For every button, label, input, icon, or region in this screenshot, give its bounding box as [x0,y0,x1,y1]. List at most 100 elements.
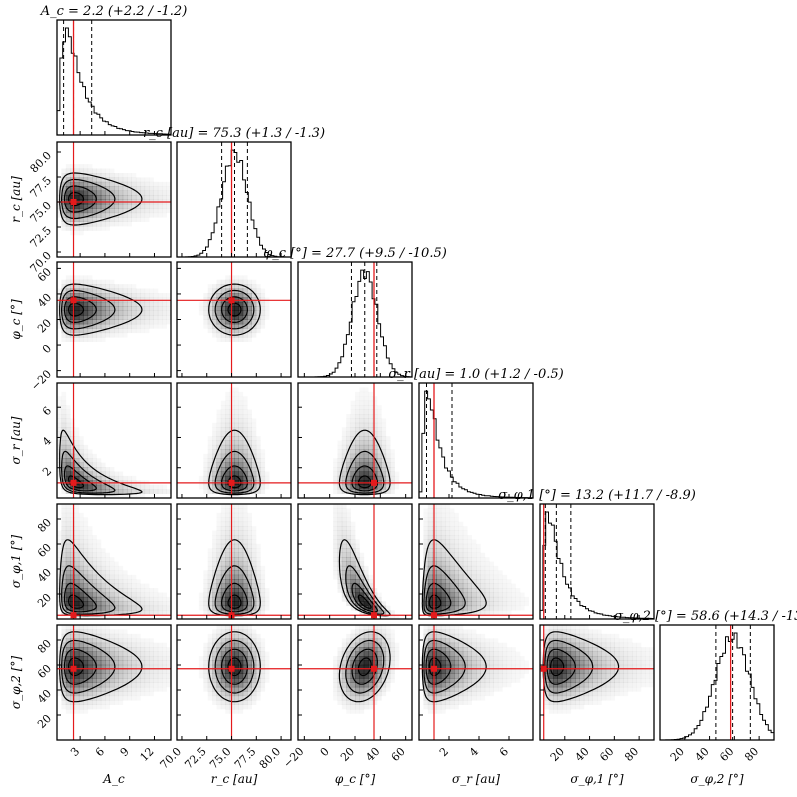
y-tick-label: 6 [40,404,54,418]
contour-2 [423,565,466,615]
truth-marker [228,479,235,486]
panel-frame [56,624,172,741]
x-tick-label: 6 [497,745,511,759]
contour-2 [61,565,116,615]
truth-marker [70,612,77,619]
y-axis-label-r-c-au: r_c [au] [9,176,23,223]
contour-2 [61,450,116,494]
panel-frame [659,624,775,741]
panel-5-1: 70.072.575.077.580.0 [158,624,292,772]
contour-3 [208,283,261,336]
truth-marker [70,297,77,304]
contour-3 [338,631,391,703]
panel-4-3 [418,503,534,620]
contour-0 [68,302,85,317]
contour-1 [63,582,97,613]
contour-0 [428,594,442,609]
contour-2 [214,450,255,494]
panel-4-1 [176,503,292,620]
contour-3 [421,539,487,617]
contour-0 [357,657,372,677]
y-tick-label: 0 [40,342,54,356]
panel-4-2 [297,503,413,620]
contour-1 [351,582,378,613]
x-tick-label: 80.0 [257,745,284,772]
contour-2 [61,178,116,220]
contour-0 [68,191,85,207]
contour-1 [546,648,576,685]
histogram-phi-c-deg [298,269,412,377]
truth-marker [431,612,437,619]
contour-3 [59,283,143,336]
panel-frame [297,261,413,378]
truth-marker [540,665,547,672]
y-tick-label: 80 [35,637,54,656]
panel-title-phi-c-deg: φ_c [°] = 27.7 (+9.5 / -10.5) [263,246,447,261]
panel-title-sigma-phi-2-deg: σ_φ,2 [°] = 58.6 (+14.3 / -13.5) [614,609,797,624]
truth-marker [371,665,377,672]
y-tick-label: 80 [35,516,54,535]
panel-3-2 [297,382,413,499]
contour-1 [425,582,452,613]
x-tick-label: −20 [281,745,307,771]
panel-2-2: φ_c [°] = 27.7 (+9.5 / -10.5) [263,246,447,378]
x-tick-label: 72.5 [182,745,209,772]
contour-0 [68,594,85,609]
panel-title-a-c: A_c = 2.2 (+2.2 / -1.2) [40,4,188,19]
contour-2 [61,289,116,330]
panel-frame [56,19,172,136]
y-axis-label-sigma-r-au: σ_r [au] [9,416,23,464]
contour-2 [345,450,385,494]
histogram-sigma-r-au [419,390,533,498]
contour-2 [214,289,255,330]
x-tick-label: 60 [389,745,408,764]
contour-3 [59,429,143,496]
truth-marker [431,665,437,672]
x-tick-label: 75.0 [207,745,234,772]
contour-1 [63,465,97,492]
y-tick-label: 77.5 [28,174,55,201]
panel-1-0: 70.072.575.077.580.0 [28,141,172,275]
contour-3 [338,539,391,617]
panel-3-3: σ_r [au] = 1.0 (+1.2 / -0.5) [388,367,564,499]
x-tick-label: 9 [118,745,132,759]
panel-4-4: σ_φ,1 [°] = 13.2 (+11.7 / -8.9) [498,488,696,620]
x-axis-label-sigma-r-au: σ_r [au] [452,772,500,786]
x-axis-label-a-c: A_c [102,772,125,786]
contour-0 [227,302,242,317]
y-tick-label: 72.5 [28,224,55,251]
x-tick-label: 12 [138,745,157,764]
contour-3 [208,429,261,496]
panel-title-sigma-r-au: σ_r [au] = 1.0 (+1.2 / -0.5) [388,367,563,382]
x-tick-label: 4 [467,745,481,759]
y-tick-label: 40 [35,291,54,310]
panel-frame [176,141,292,258]
truth-marker [70,479,77,486]
contour-2 [544,639,594,694]
x-tick-label: 70.0 [158,745,185,772]
panel-3-1 [176,382,292,499]
contour-0 [357,594,372,609]
x-tick-label: 60 [597,745,616,764]
x-axis-label-sigma-phi-2-deg: σ_φ,2 [°] [690,772,744,786]
contour-3 [338,429,391,496]
contour-1 [425,648,452,685]
x-tick-label: 6 [93,745,107,759]
y-tick-label: 4 [40,434,54,448]
x-tick-label: 20 [668,745,687,764]
y-tick-label: 20 [35,316,54,335]
panel-title-sigma-phi-1-deg: σ_φ,1 [°] = 13.2 (+11.7 / -8.9) [498,488,696,503]
contour-3 [208,631,261,703]
contour-2 [214,639,255,694]
panel-frame [539,503,655,620]
contour-2 [345,639,385,694]
panel-title-r-c-au: r_c [au] = 75.3 (+1.3 / -1.3) [143,126,325,141]
panel-frame [418,624,534,741]
contour-3 [421,631,487,703]
